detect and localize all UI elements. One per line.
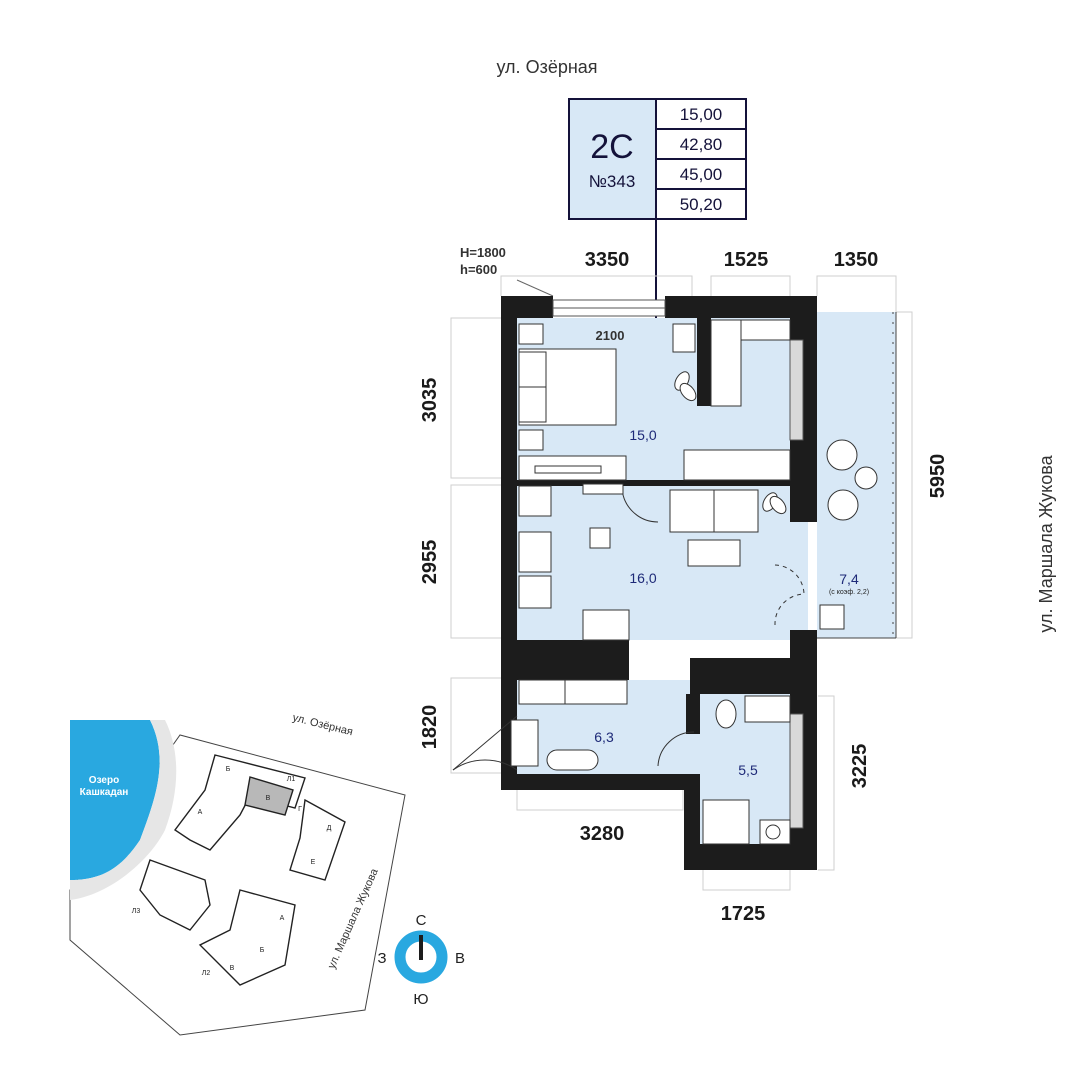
window-note-leader <box>516 279 554 297</box>
site-street-top: ул. Озёрная <box>291 712 354 739</box>
dimension-right-bath: 3225 <box>849 744 871 789</box>
dimension-right-balcony: 5950 <box>927 454 949 499</box>
area-value-2: 42,80 <box>680 135 723 154</box>
window-width-label: 2100 <box>596 328 625 343</box>
balcony-furniture <box>819 439 878 630</box>
window-height-upper: H=1800 <box>460 245 506 260</box>
compass-north: С <box>416 912 427 929</box>
site-label-a-left: А <box>198 809 203 816</box>
site-label-l1: Л1 <box>287 776 296 783</box>
room-area-balcony-note: (с коэф. 2,2) <box>829 589 869 596</box>
site-label-d: Д <box>327 825 332 832</box>
window-height-lower: h=600 <box>460 262 497 277</box>
doors <box>452 485 805 771</box>
site-label-v-selected: В <box>266 795 271 802</box>
area-value-3: 45,00 <box>680 165 723 184</box>
plant-icon <box>674 371 787 515</box>
apartment-badge: 2С №343 15,00 42,80 45,00 50,20 <box>568 98 747 357</box>
street-right-label: ул. Маршала Жукова <box>1036 454 1056 632</box>
compass-west: З <box>377 950 386 967</box>
lake-shape <box>70 720 160 880</box>
site-plan: Озеро Кашкадан ул. Озёрная ул. Маршала Ж… <box>69 712 406 1036</box>
apartment-number: №343 <box>589 172 636 191</box>
dimension-guides <box>450 275 913 891</box>
site-label-g: Г <box>298 806 302 813</box>
apartment-type: 2С <box>590 128 633 166</box>
site-label-v-bottom: В <box>230 965 235 972</box>
room-area-bedroom: 15,0 <box>629 427 656 443</box>
compass-south: Ю <box>413 991 428 1008</box>
dimension-left-1: 3035 <box>419 378 441 423</box>
furniture <box>510 319 791 845</box>
dimension-bottom-2: 1725 <box>721 903 766 925</box>
dimension-top-2: 1525 <box>724 249 769 271</box>
room-area-balcony: 7,4 <box>839 571 859 587</box>
dimension-top-1: 3350 <box>585 249 630 271</box>
lake-name-line1: Озеро <box>89 775 119 786</box>
dimension-left-3: 1820 <box>419 705 441 750</box>
site-label-a-bottom: А <box>280 915 285 922</box>
street-top-label: ул. Озёрная <box>496 57 597 77</box>
room-area-living: 16,0 <box>629 570 656 586</box>
compass-east: В <box>455 950 465 967</box>
area-value-1: 15,00 <box>680 105 723 124</box>
compass: С В Ю З <box>377 912 465 1008</box>
area-value-4: 50,20 <box>680 195 723 214</box>
dimension-left-2: 2955 <box>419 540 441 585</box>
room-area-hall: 6,3 <box>594 729 614 745</box>
site-label-e: Е <box>311 859 316 866</box>
balcony-railing <box>817 312 897 639</box>
site-label-l2: Л2 <box>202 970 211 977</box>
dimension-top-3: 1350 <box>834 249 879 271</box>
site-label-b-bottom: Б <box>260 947 265 954</box>
room-floors <box>517 318 808 844</box>
dimension-bottom-1: 3280 <box>580 823 625 845</box>
site-label-l3: Л3 <box>132 908 141 915</box>
room-area-bath: 5,5 <box>738 762 758 778</box>
lake-name-line2: Кашкадан <box>80 787 129 798</box>
site-label-b-top: Б <box>226 766 231 773</box>
selected-section <box>244 776 294 816</box>
